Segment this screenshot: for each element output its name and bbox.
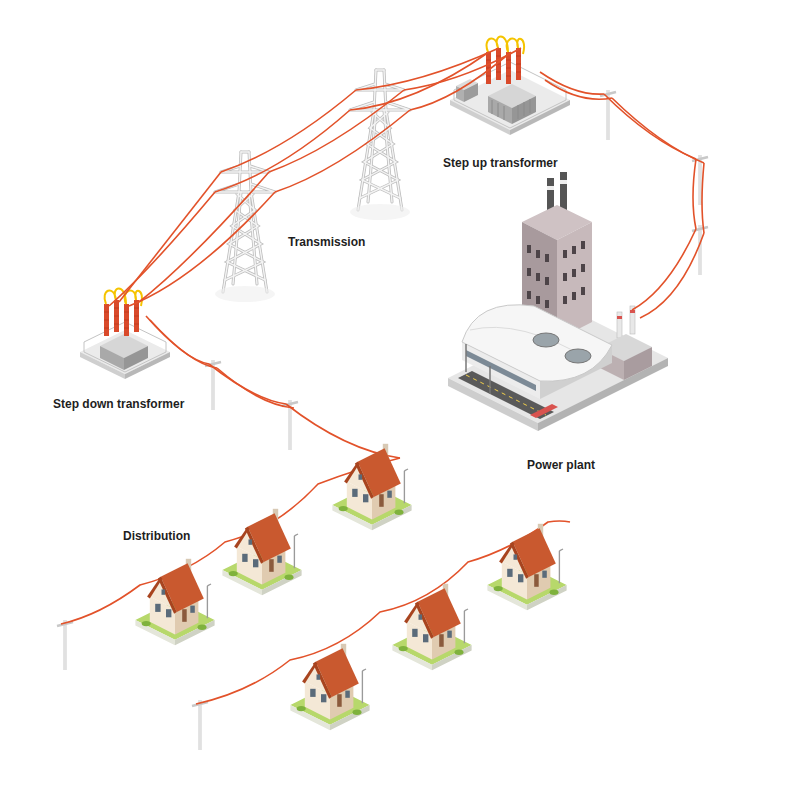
power-plant-illustration: [624, 347, 652, 380]
power-plant-illustration: [547, 186, 554, 190]
power-grid-illustration: [487, 524, 566, 610]
power-line: [640, 233, 704, 318]
power-plant-illustration: [465, 344, 467, 372]
step-up-transformer-illustration: [486, 37, 524, 85]
power-line: [146, 316, 209, 364]
power-plant-illustration: [565, 349, 591, 363]
power-line: [702, 163, 704, 233]
power-line: [150, 320, 217, 368]
power-line: [632, 229, 696, 310]
power-grid-illustration: [135, 559, 214, 645]
power-plant-illustration: [572, 269, 576, 277]
power-plant-illustration: [545, 277, 549, 285]
power-plant-illustration: [489, 366, 491, 394]
power-plant-illustration: [533, 333, 559, 347]
power-line: [350, 52, 489, 110]
step-up-transformer-illustration: [504, 106, 505, 120]
part-label: Step up transformer: [443, 156, 558, 170]
power-line: [410, 52, 511, 110]
power-plant-illustration: [617, 316, 622, 319]
part-label: Step down transformer: [53, 397, 184, 411]
part-label: Transmission: [288, 235, 365, 249]
power-plant-illustration: [536, 296, 540, 304]
step-down-transformer-illustration: [100, 346, 124, 370]
power-plant-illustration: [572, 292, 576, 300]
step-up-transformer-illustration: [492, 100, 493, 114]
power-line: [217, 368, 294, 408]
power-line: [221, 90, 356, 172]
power-plant-illustration: [581, 287, 585, 295]
part-label: Distribution: [123, 529, 190, 543]
power-grid-illustration: [57, 620, 73, 670]
power-grid-illustration: [290, 644, 369, 730]
power-line: [545, 80, 612, 99]
step-up-transformer-illustration: [492, 99, 530, 120]
power-plant-illustration: [545, 254, 549, 262]
power-plant-illustration: [536, 250, 540, 258]
power-plant-illustration: [527, 241, 585, 308]
step-up-transformer-illustration: [498, 103, 499, 117]
power-plant-illustration: [462, 305, 612, 381]
power-grid-illustration: [392, 584, 471, 670]
step-up-transformer-illustration: [530, 99, 531, 113]
power-line: [109, 192, 215, 306]
power-plant-illustration: [572, 246, 576, 254]
power-plant-illustration: [527, 268, 531, 276]
power-line: [356, 48, 499, 90]
power-plant-illustration: [581, 241, 585, 249]
power-line: [129, 192, 275, 306]
step-down-transformer-illustration: [80, 330, 170, 374]
power-plant-illustration: [545, 300, 549, 308]
power-line: [215, 110, 350, 192]
power-line: [61, 48, 704, 704]
step-up-transformer-illustration: [488, 96, 512, 124]
power-plant-illustration: [563, 296, 567, 304]
power-plant-illustration: [527, 245, 531, 253]
power-plant-illustration: [536, 273, 540, 281]
step-down-transformer-illustration: [80, 289, 170, 380]
step-up-transformer-illustration: [450, 37, 570, 136]
power-plant-illustration: [581, 264, 585, 272]
power-line: [139, 172, 269, 302]
power-grid-illustration: [222, 509, 301, 595]
power-plant-illustration: [527, 291, 531, 299]
power-grid-illustration: [192, 700, 208, 750]
part-label: Power plant: [527, 458, 595, 472]
power-plant-illustration: [563, 250, 567, 258]
power-plant-illustration: [448, 172, 668, 431]
step-down-transformer-illustration: [124, 346, 148, 370]
power-line: [612, 98, 704, 163]
power-grid-illustration: [332, 444, 411, 530]
step-up-transformer-illustration: [518, 105, 519, 119]
power-plant-illustration: [617, 312, 622, 338]
power-line: [275, 110, 410, 192]
step-up-transformer-illustration: [524, 102, 525, 116]
step-up-transformer-illustration: [512, 96, 536, 124]
power-plant-illustration: [563, 273, 567, 281]
power-plant-illustration: [560, 172, 567, 212]
power-plant-illustration: [530, 404, 558, 418]
power-line: [693, 159, 696, 229]
power-plant-illustration: [560, 180, 567, 184]
